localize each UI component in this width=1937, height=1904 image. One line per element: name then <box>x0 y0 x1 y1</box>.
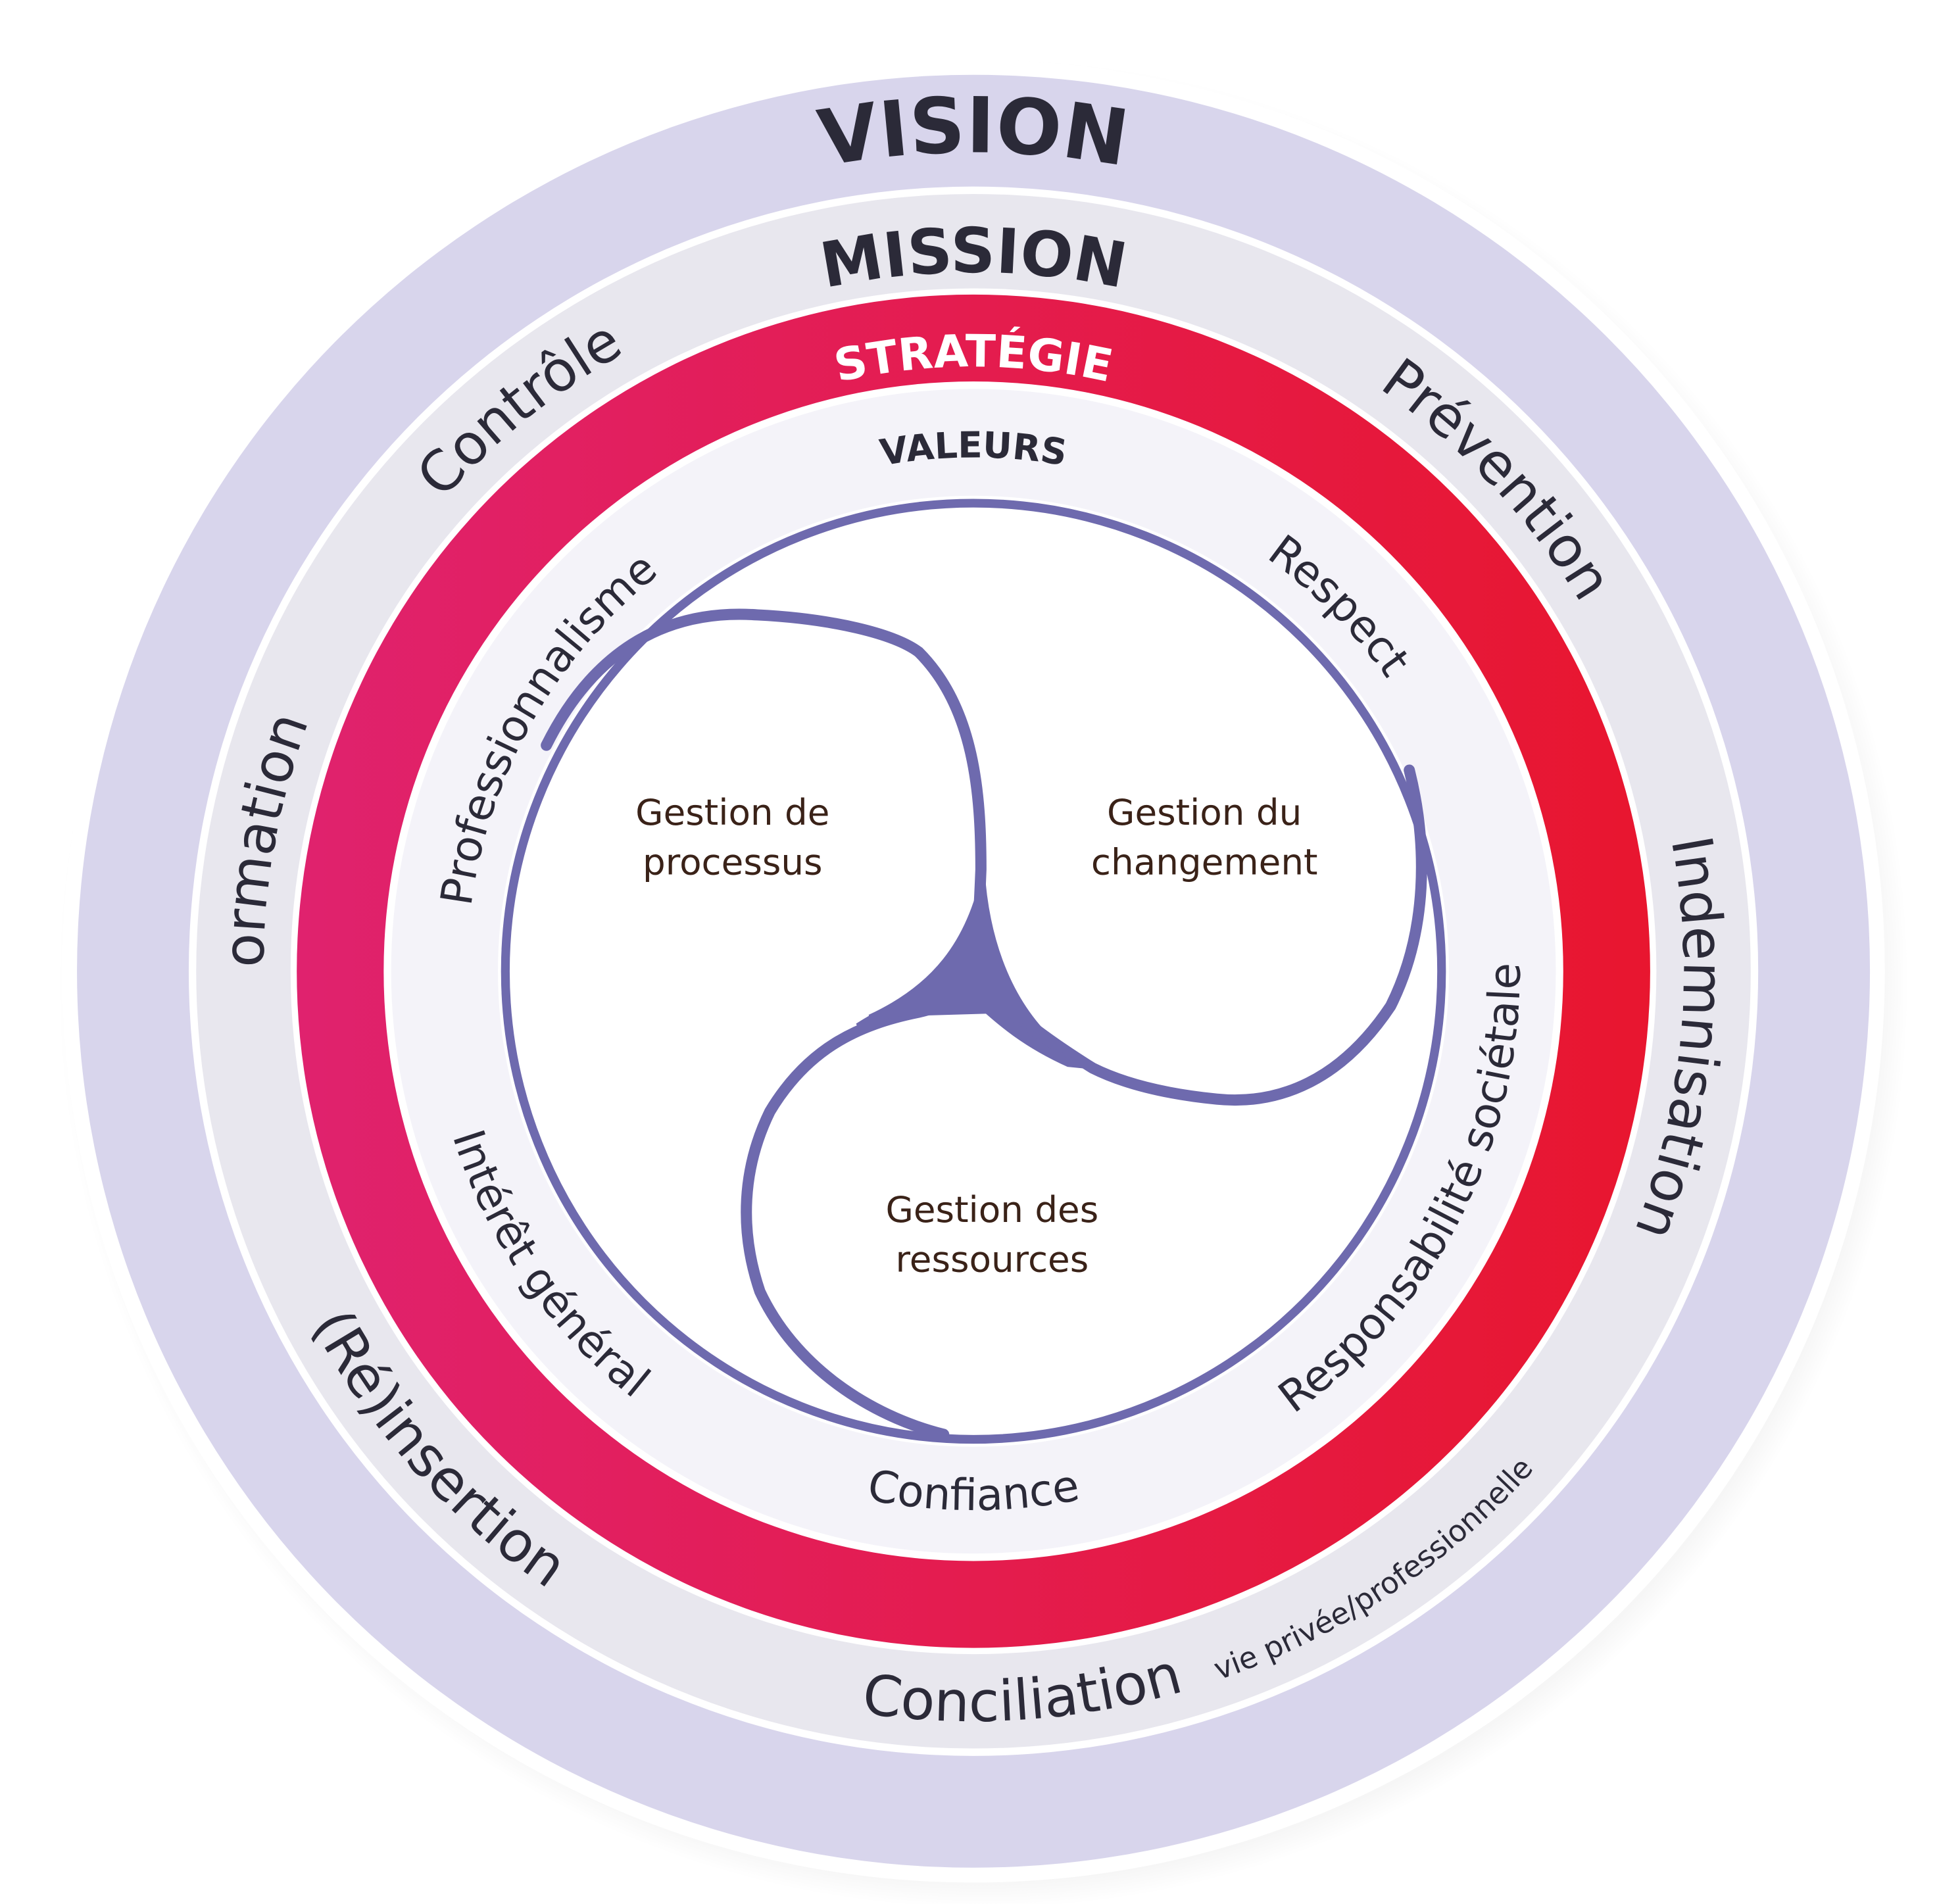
triskelion-icon <box>541 608 1427 1440</box>
core-processus-line1: Gestion de <box>635 791 829 833</box>
vision-label: VISION <box>813 80 1135 184</box>
core-ressources-line1: Gestion des <box>885 1188 1098 1231</box>
core-changement-line1: Gestion du <box>1107 791 1302 833</box>
core-processus-line2: processus <box>643 841 823 883</box>
core-changement-line2: changement <box>1091 841 1318 883</box>
core-outline <box>501 499 1446 1444</box>
valeurs-label: VALEURS <box>877 424 1069 474</box>
core-ressources-line2: ressources <box>895 1238 1089 1281</box>
